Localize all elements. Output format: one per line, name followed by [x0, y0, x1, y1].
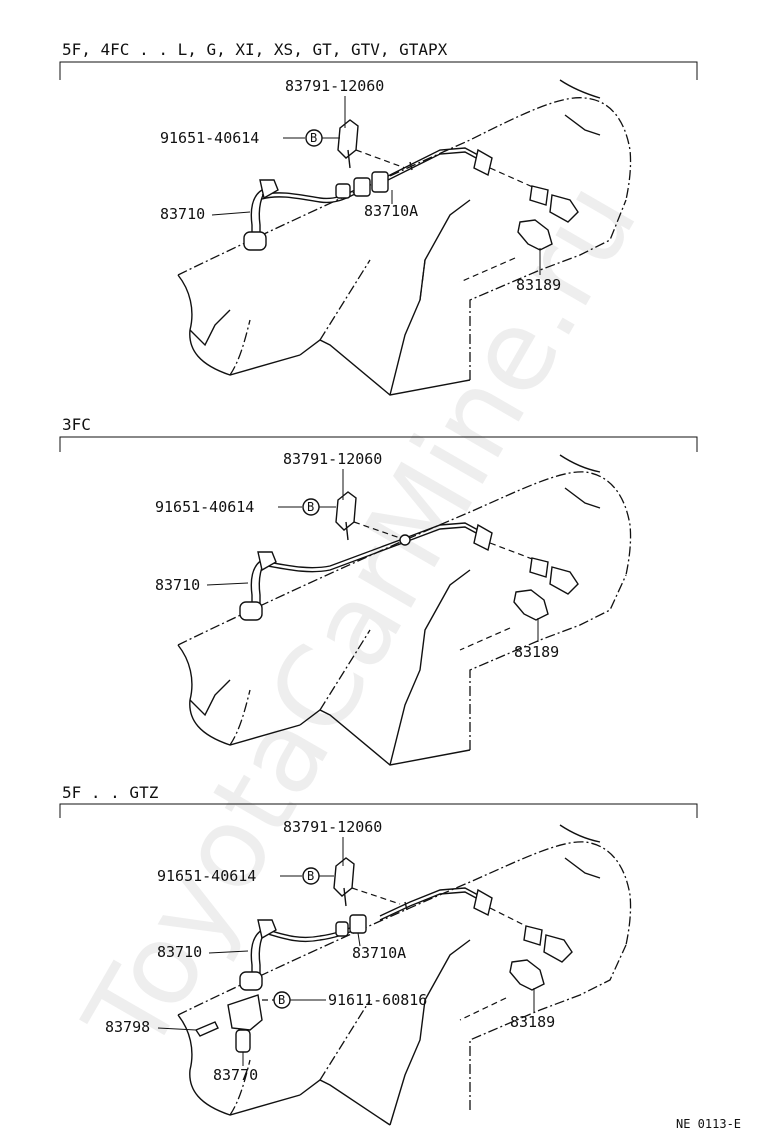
- section-2-label-bolt: 91651-40614: [155, 498, 254, 516]
- section-3-bracket: [333, 857, 401, 907]
- section-3: 5F . . GTZ: [59, 783, 698, 1126]
- section-1-bracket: [337, 119, 406, 169]
- section-1-leader-cable: [211, 211, 251, 216]
- section-1-label-cable-a: 83710A: [364, 202, 418, 220]
- watermark: ToyotaCarMine.ru: [60, 161, 662, 1074]
- section-3-leader-pin: [157, 1027, 197, 1031]
- section-3-bolt-badge: B: [307, 869, 314, 883]
- section-1-header: 5F, 4FC . . L, G, XI, XS, GT, GTV, GTAPX: [62, 40, 448, 59]
- section-3-label-bolt2: 91611-60816: [328, 991, 427, 1009]
- section-1-bolt-badge: B: [310, 131, 317, 145]
- section-1-label-bolt: 91651-40614: [160, 129, 259, 147]
- section-3-header: 5F . . GTZ: [62, 783, 159, 802]
- section-3-label-cable-a: 83710A: [352, 944, 406, 962]
- section-1-frame: [59, 61, 698, 80]
- section-2: 3FC: [59, 415, 698, 766]
- section-2-leader-cable: [206, 582, 249, 586]
- section-2-bracket: [335, 491, 401, 541]
- section-3-label-cable: 83710: [157, 943, 202, 961]
- section-3-sleeve: [459, 959, 545, 1021]
- section-3-leader-cable: [208, 950, 249, 954]
- section-3-label-gear: 83770: [213, 1066, 258, 1084]
- section-3-cable-assembly: [239, 887, 573, 991]
- section-1-dashboard-outline: [177, 79, 632, 396]
- section-2-label-cable: 83710: [155, 576, 200, 594]
- section-1-cable-assembly: [243, 147, 579, 251]
- diagram-code: NE 0113-E: [676, 1117, 741, 1131]
- section-3-dashboard-outline: [177, 824, 632, 1126]
- section-2-sleeve: [459, 589, 549, 651]
- section-3-label-pin: 83798: [105, 1018, 150, 1036]
- section-1-label-bracket: 83791-12060: [285, 77, 384, 95]
- section-3-label-sleeve: 83189: [510, 1013, 555, 1031]
- section-3-label-bolt: 91651-40614: [157, 867, 256, 885]
- section-1-sleeve: [459, 219, 553, 283]
- section-2-frame: [59, 436, 698, 452]
- section-3-frame: [59, 803, 698, 818]
- section-1-label-cable: 83710: [160, 205, 205, 223]
- section-2-dashboard-outline: [177, 454, 632, 766]
- section-1-label-sleeve: 83189: [516, 276, 561, 294]
- section-2-header: 3FC: [62, 415, 91, 434]
- section-2-bolt-badge: B: [307, 500, 314, 514]
- section-3-leader-cable-a: [357, 932, 361, 947]
- section-2-cable-assembly: [239, 522, 579, 621]
- section-2-label-bracket: 83791-12060: [283, 450, 382, 468]
- section-3-label-bracket: 83791-12060: [283, 818, 382, 836]
- section-1: 5F, 4FC . . L, G, XI, XS, GT, GTV, GTAPX: [59, 40, 698, 396]
- section-2-label-sleeve: 83189: [514, 643, 559, 661]
- section-3-bolt2-badge: B: [278, 993, 285, 1007]
